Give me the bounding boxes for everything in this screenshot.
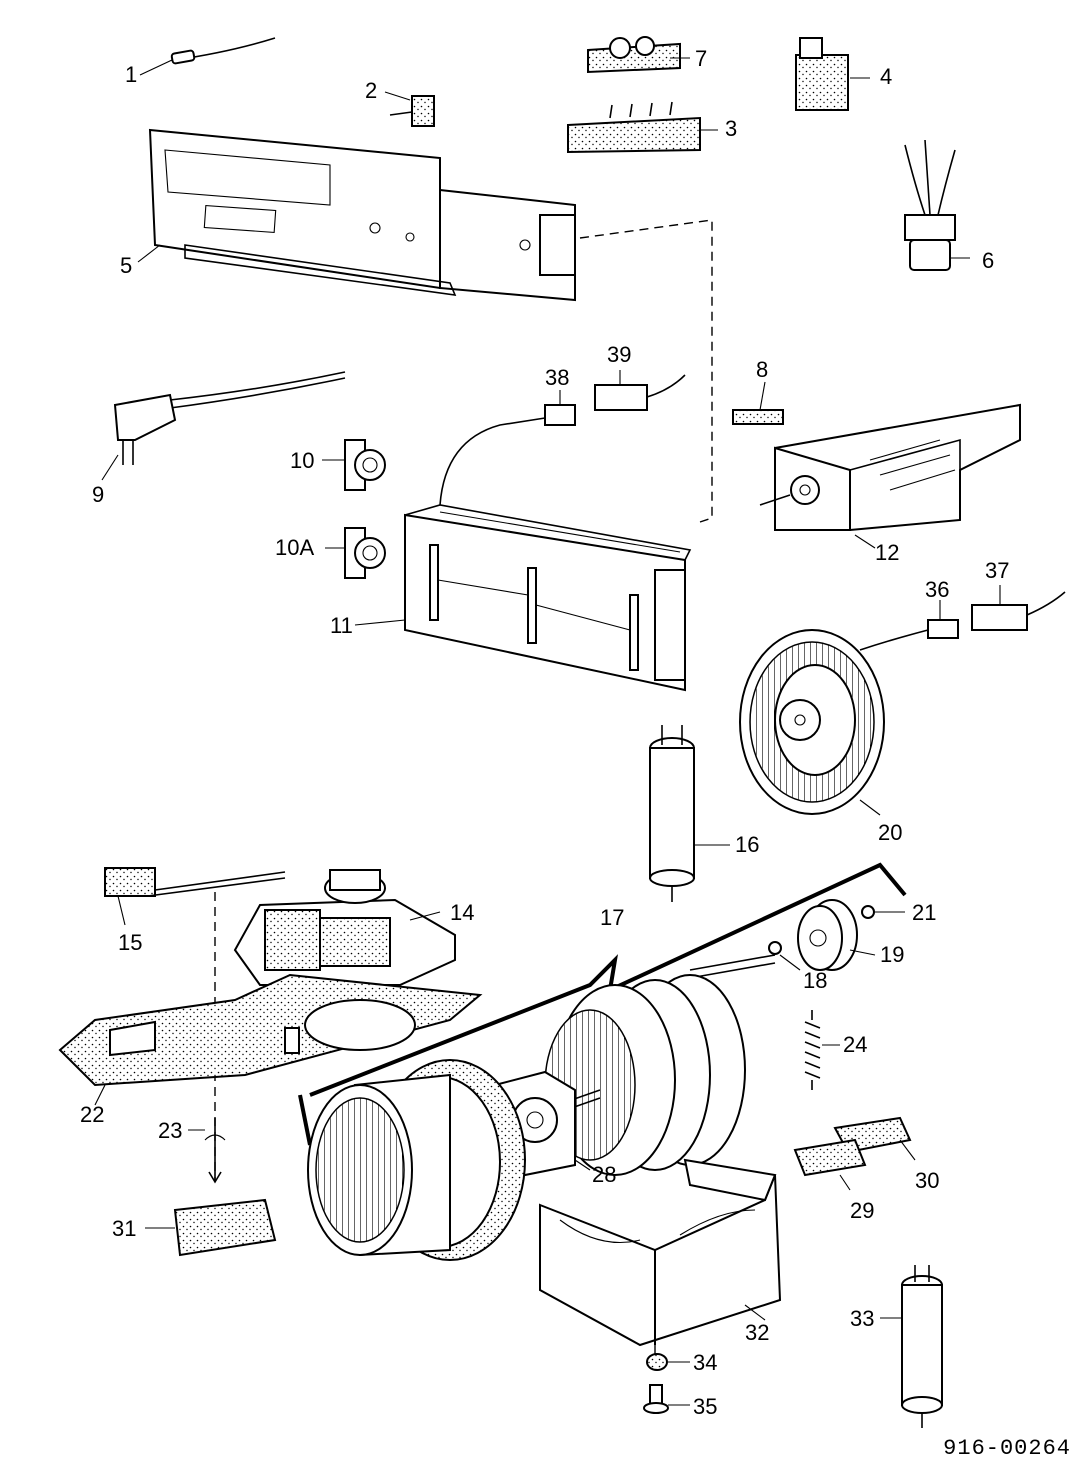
callout-9: 9 [92,482,104,507]
callout-23: 23 [158,1118,182,1143]
callout-34: 34 [693,1350,717,1375]
callout-32: 32 [745,1320,769,1345]
part-2-switch [384,91,435,127]
callout-36: 36 [925,577,949,602]
callout-38: 38 [545,365,569,390]
callout-35: 35 [693,1394,717,1419]
part-4-switch-block [795,37,870,111]
part-16-capacitor [649,725,730,902]
callout-37: 37 [985,558,1009,583]
part-17-motor-assembly [499,954,776,1176]
part-17-group-bracket [309,862,907,1097]
callout-11: 11 [330,613,353,638]
part-21-clip [861,905,905,919]
callout-10A: 10A [275,535,314,560]
part-10A-lamp-holder [325,527,386,579]
part-7-selector [587,36,690,74]
part-38-connector [439,390,576,506]
callout-19: 19 [880,942,904,967]
callout-21: 21 [912,900,936,925]
callout-10: 10 [290,448,314,473]
document-id: 916-00264 [943,1436,1071,1461]
part-36-connector [859,600,959,651]
callout-15: 15 [118,930,142,955]
part-5-control-panel [137,128,576,302]
part-9-mains-plug [101,371,346,481]
callout-4: 4 [880,64,892,89]
part-23-screw [188,1118,226,1184]
callout-18: 18 [803,968,827,993]
part-39-connector [594,370,686,411]
callout-22: 22 [80,1102,104,1127]
part-17-blower-drum [307,1059,526,1261]
callout-14: 14 [450,900,474,925]
callout-7: 7 [695,46,707,71]
part-3-terminal-block [567,101,718,154]
callout-5: 5 [120,253,132,278]
part-34-grommet [646,1345,690,1371]
part-35-screw [643,1384,690,1414]
part-15-microswitch [104,867,286,926]
callout-labels: 1 2 3 4 5 6 7 8 9 10 10A 11 12 14 15 16 … [80,46,1009,1419]
part-14-motor [233,869,456,986]
callout-1: 1 [125,62,137,87]
part-31-pad [145,1198,277,1257]
part-10-lamp-holder [322,439,386,491]
callout-12: 12 [875,540,899,565]
callout-8: 8 [756,357,768,382]
part-32-motor-cradle [539,1158,782,1347]
part-29-brush-block [793,1138,867,1191]
callout-16: 16 [735,832,759,857]
part-11-heating-element [354,504,692,692]
part-22-base-plate [58,973,483,1106]
part-24-spring [804,1010,840,1090]
callout-28: 28 [592,1162,616,1187]
part-1-wire-lead [139,37,276,76]
callout-29: 29 [850,1198,874,1223]
callout-3: 3 [725,116,737,141]
callout-30: 30 [915,1168,939,1193]
part-8-terminal-strip [732,381,784,425]
part-6-capacitor [904,139,970,271]
callout-6: 6 [982,248,994,273]
part-33-capacitor [880,1265,943,1428]
callout-31: 31 [112,1216,136,1241]
callout-39: 39 [607,342,631,367]
callout-20: 20 [878,820,902,845]
part-19-pulley [797,899,876,971]
callout-2: 2 [365,78,377,103]
part-20-blower-wheel [739,629,885,816]
part-18-washer [768,941,801,971]
callout-24: 24 [843,1032,867,1057]
part-12-heater-module [759,403,1021,549]
callout-33: 33 [850,1306,874,1331]
part-17-group-bracket-left [298,1094,312,1146]
callout-17: 17 [600,905,624,930]
part-37-connector [971,585,1066,631]
